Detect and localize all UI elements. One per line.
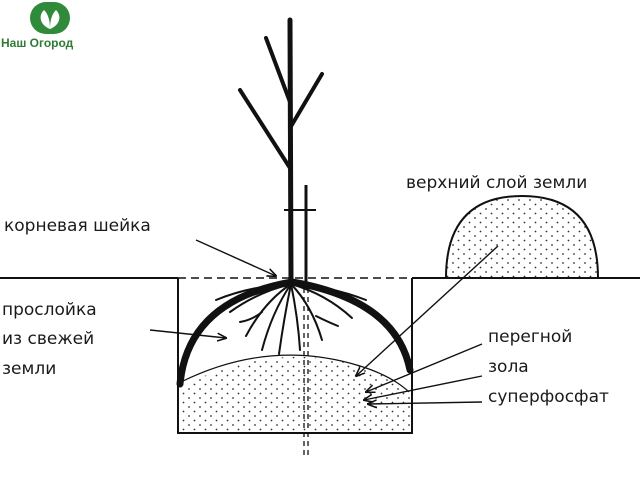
layer-boundary: [180, 354, 410, 393]
label-fresh-soil-line-1: прослойка: [2, 300, 97, 320]
arrow-root-collar: [195, 239, 276, 276]
label-topsoil: верхний слой земли: [406, 173, 588, 193]
roots: [215, 283, 367, 355]
logo: Наш Огород: [0, 0, 104, 54]
support-stake: [303, 185, 309, 455]
fertilizer-layer: [179, 356, 411, 433]
logo-text: Наш Огород: [1, 36, 74, 50]
arrow-fresh-soil: [149, 329, 226, 338]
arrow-topsoil: [356, 245, 499, 376]
seedling: [238, 17, 324, 285]
label-ash: зола: [488, 357, 529, 377]
label-humus: перегной: [488, 327, 573, 347]
arrow-ash: [364, 375, 483, 400]
topsoil-mound: [444, 194, 600, 279]
planting-pit: [177, 278, 413, 434]
arrow-humus: [366, 343, 483, 392]
label-fresh-soil-line-2: из свежей: [2, 329, 95, 349]
label-root-collar: корневая шейка: [4, 216, 151, 236]
leaf-icon: [30, 2, 70, 34]
leader-arrows: [149, 239, 499, 404]
label-fresh-soil-line-3: земли: [2, 359, 57, 379]
label-superphosphate: суперфосфат: [488, 387, 609, 407]
arrow-superphosphate: [368, 402, 483, 404]
